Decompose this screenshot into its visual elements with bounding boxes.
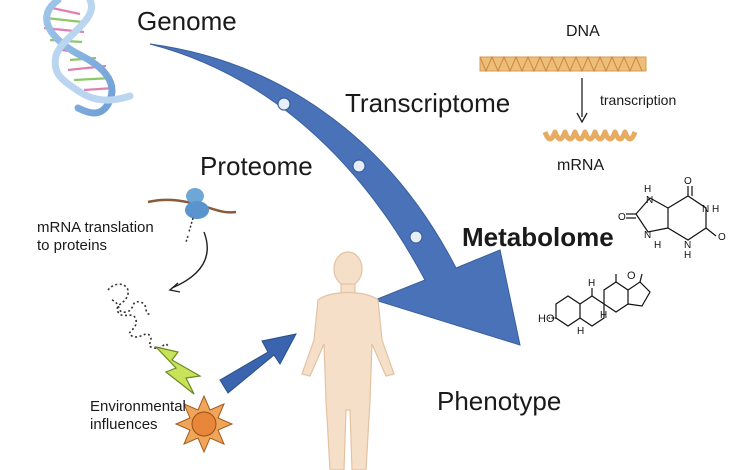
lightning-icon [154,345,202,395]
human-body-icon [301,251,395,470]
steroid-atom: H [600,310,607,321]
environmental-influences-label: Environmental influences [90,398,186,433]
purine-atom: N [684,240,691,251]
phenotype-label: Phenotype [437,386,562,416]
flow-node-3 [409,230,423,244]
translation-arrow [168,231,208,293]
purine-atom: N [702,204,709,215]
transcription-arrow [576,78,588,124]
purine-atom: H [684,250,691,261]
purine-atom: O [618,212,626,223]
steroid-hydroxyl-label: HO [538,313,555,325]
mrna-strand-icon [542,129,638,142]
steroid-atom: H [588,278,595,289]
steroid-atom: H [577,326,584,337]
purine-atom: H [712,204,719,215]
purine-atom: N [644,230,651,241]
ribosome-icon [147,188,237,243]
mrna-translation-label: mRNA translation to proteins [37,219,154,254]
steroid-oxygen-label: O [627,270,636,282]
purine-atom: H [644,184,651,195]
dna-label: DNA [566,23,600,40]
mrna-label: mRNA [557,157,605,174]
dna-strand-icon [479,55,647,73]
flow-node-2 [352,159,366,173]
purine-atom: H [654,240,661,251]
proteome-label: Proteome [200,151,313,181]
transcription-label: transcription [600,92,677,108]
purine-atom: O [684,176,692,187]
purine-atom: O [718,232,726,243]
protein-coil-icon [107,283,169,350]
metabolome-label: Metabolome [462,222,614,252]
double-helix-icon [43,0,134,117]
genome-label: Genome [137,6,237,36]
purine-molecule-icon: O H N N H O H N N H O [618,176,726,261]
sun-icon [174,394,234,454]
steroid-molecule-icon: H H H [548,273,651,337]
main-flow-arrow [149,43,521,346]
transcriptome-label: Transcriptome [345,88,511,118]
environment-arrow [219,333,297,394]
purine-atom: N [646,195,653,206]
flow-node-1 [277,97,291,111]
